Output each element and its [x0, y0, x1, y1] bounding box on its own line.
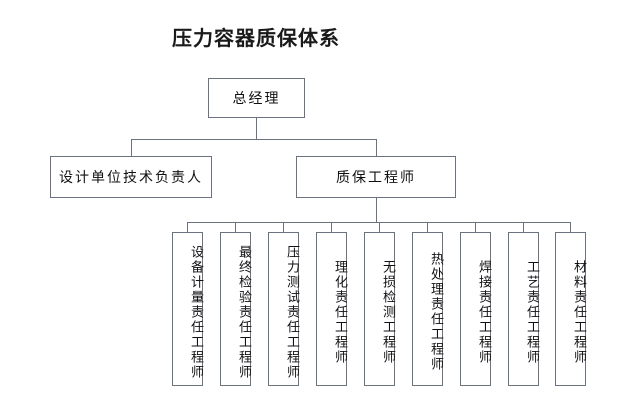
node-material-engineer-label: 材料责任工程师	[571, 259, 586, 365]
node-design-unit-technical-lead-label: 设计单位技术负责人	[59, 170, 203, 186]
connector-bus-to-node-3-3	[283, 222, 284, 232]
node-ndt-engineer[interactable]: 无损检测工程师	[364, 232, 395, 386]
node-qa-engineer[interactable]: 质保工程师	[296, 156, 456, 198]
connector-level2-bus	[131, 139, 377, 140]
connector-bus-to-node-3-7	[475, 222, 476, 232]
page-title: 压力容器质保体系	[172, 26, 340, 50]
node-design-unit-technical-lead[interactable]: 设计单位技术负责人	[50, 156, 212, 198]
node-general-manager[interactable]: 总经理	[208, 78, 305, 118]
node-equipment-metrology-engineer[interactable]: 设备计量责任工程师	[172, 232, 203, 386]
connector-bus-to-node-3-4	[331, 222, 332, 232]
connector-level3-bus	[187, 222, 570, 223]
node-equipment-metrology-engineer-label: 设备计量责任工程师	[188, 244, 203, 380]
node-general-manager-label: 总经理	[232, 91, 281, 107]
node-pressure-test-engineer-label: 压力测试责任工程师	[284, 244, 299, 380]
node-ndt-engineer-label: 无损检测工程师	[380, 259, 395, 365]
connector-bus-to-node-3-5	[379, 222, 380, 232]
connector-bus-to-node-3-2	[235, 222, 236, 232]
node-process-engineer-label: 工艺责任工程师	[524, 259, 539, 365]
node-welding-engineer-label: 焊接责任工程师	[476, 259, 491, 365]
node-material-engineer[interactable]: 材料责任工程师	[555, 232, 586, 386]
node-physical-chemical-engineer[interactable]: 理化责任工程师	[316, 232, 347, 386]
node-heat-treatment-engineer-label: 热处理责任工程师	[428, 252, 443, 372]
node-final-inspection-engineer[interactable]: 最终检验责任工程师	[220, 232, 251, 386]
node-qa-engineer-label: 质保工程师	[336, 170, 416, 186]
node-process-engineer[interactable]: 工艺责任工程师	[508, 232, 539, 386]
connector-bus-to-node-3-9	[570, 222, 571, 232]
node-pressure-test-engineer[interactable]: 压力测试责任工程师	[268, 232, 299, 386]
connector-bus-to-node-3-1	[187, 222, 188, 232]
connector-bus-to-qa-engineer	[376, 139, 377, 156]
connector-bus-to-node-3-8	[523, 222, 524, 232]
node-welding-engineer[interactable]: 焊接责任工程师	[460, 232, 491, 386]
node-heat-treatment-engineer[interactable]: 热处理责任工程师	[412, 232, 443, 386]
node-physical-chemical-engineer-label: 理化责任工程师	[332, 259, 347, 365]
node-final-inspection-engineer-label: 最终检验责任工程师	[236, 244, 251, 380]
connector-bus-to-node-3-6	[427, 222, 428, 232]
connector-qa-down	[376, 198, 377, 222]
connector-gm-down	[256, 118, 257, 139]
connector-bus-to-design-lead	[131, 139, 132, 156]
